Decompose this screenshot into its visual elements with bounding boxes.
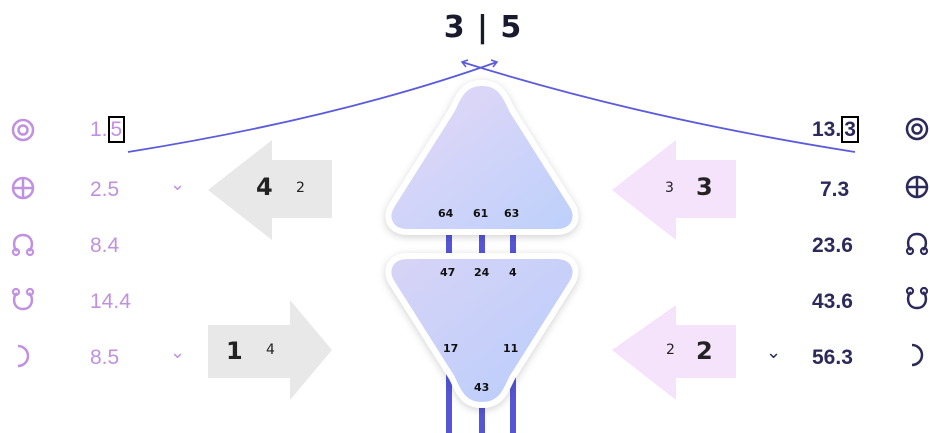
- ajna-gate[interactable]: 17: [443, 342, 459, 355]
- left-row-sun[interactable]: 1.5: [8, 112, 126, 148]
- sun-icon: [8, 115, 38, 145]
- earth-icon: [8, 173, 38, 203]
- sun-icon: [902, 114, 930, 144]
- right-sun-highlight: 3: [841, 116, 859, 143]
- right-profile-arc: [461, 61, 856, 153]
- left-sun-value: 1.5: [90, 116, 126, 143]
- arrow-bottom-left-big: 1: [226, 337, 243, 365]
- right-north-node-value: 23.6: [812, 234, 853, 257]
- left-south-node-value: 14.4: [90, 290, 131, 313]
- left-row-moon[interactable]: 8.5 ⌄: [8, 338, 185, 374]
- left-row-south-node[interactable]: 14.4: [8, 282, 131, 318]
- arrow-bottom-right-big: 2: [696, 337, 713, 365]
- north-node-icon: [902, 228, 930, 258]
- left-row-north-node[interactable]: 8.4: [8, 226, 119, 262]
- south-node-icon: [902, 284, 930, 314]
- head-gate[interactable]: 61: [473, 207, 489, 220]
- arrow-bottom-left-small: 4: [266, 342, 275, 358]
- right-south-node-value: 43.6: [812, 290, 853, 313]
- chevron-down-icon[interactable]: ⌄: [766, 342, 782, 363]
- arrow-bottom-left: [208, 300, 332, 400]
- right-moon-value: 56.3: [812, 346, 853, 369]
- arc-arrowhead-right: [490, 59, 499, 68]
- left-north-node-value: 8.4: [90, 234, 120, 257]
- left-profile-arc: [127, 61, 498, 153]
- north-node-icon: [8, 229, 38, 259]
- left-moon-value: 8.5: [90, 346, 120, 369]
- chevron-down-icon[interactable]: ⌄: [170, 342, 186, 363]
- arc-arrowhead-left: [460, 59, 469, 68]
- ajna-center: [385, 253, 579, 409]
- ajna-gate[interactable]: 24: [474, 266, 490, 279]
- south-node-icon: [8, 285, 38, 315]
- right-sun-value: 13.3: [812, 116, 859, 143]
- arrow-top-right: [612, 140, 736, 240]
- moon-icon: [902, 340, 930, 370]
- arrow-bottom-right-small: 2: [666, 342, 675, 358]
- arrow-top-left-big: 4: [256, 173, 273, 201]
- left-earth-value: 2.5: [90, 178, 120, 201]
- arrow-top-left-small: 2: [296, 180, 305, 196]
- earth-icon: [902, 172, 930, 202]
- left-sun-highlight: 5: [107, 116, 126, 143]
- left-row-earth[interactable]: 2.5 ⌄: [8, 170, 185, 206]
- head-gate[interactable]: 63: [504, 207, 520, 220]
- arrow-top-right-big: 3: [696, 173, 713, 201]
- chevron-down-icon[interactable]: ⌄: [170, 174, 186, 195]
- moon-icon: [8, 341, 38, 371]
- arrow-top-right-small: 3: [665, 180, 674, 196]
- ajna-gate[interactable]: 4: [509, 266, 517, 279]
- right-earth-value: 7.3: [820, 178, 850, 201]
- head-gate[interactable]: 64: [438, 207, 454, 220]
- profile-title: 3 | 5: [443, 10, 523, 45]
- head-center: [385, 79, 579, 235]
- ajna-gate[interactable]: 43: [474, 381, 490, 394]
- ajna-gate[interactable]: 11: [503, 342, 519, 355]
- ajna-gate[interactable]: 47: [440, 266, 456, 279]
- arrow-bottom-right: [612, 305, 736, 400]
- arrow-top-left: [208, 140, 332, 240]
